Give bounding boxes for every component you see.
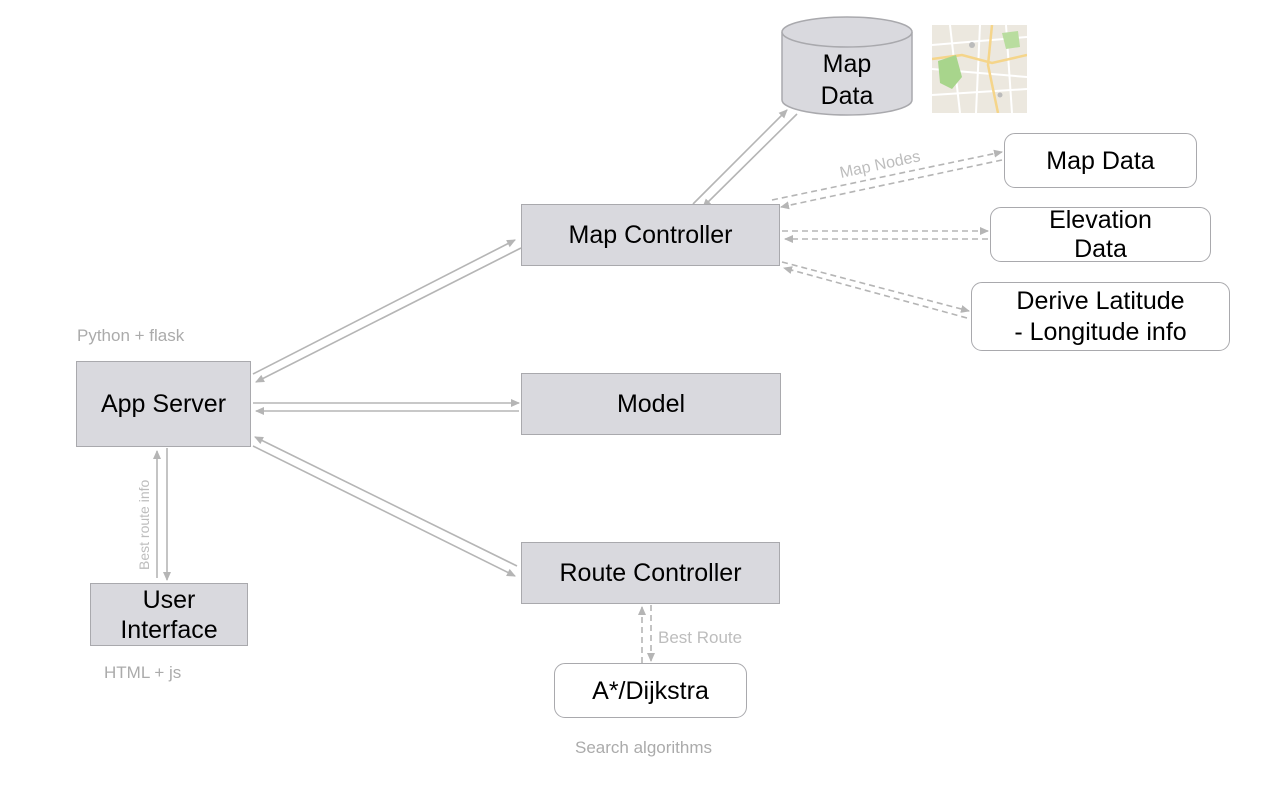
map-data-source-box: Map Data xyxy=(1004,133,1197,188)
edge-map-controller-to-map-data xyxy=(771,149,1003,201)
app-server-box: App Server xyxy=(76,361,251,447)
edge-map-controller-to-derive xyxy=(781,261,970,313)
map-controller-box: Map Controller xyxy=(521,204,780,266)
edge-label-best-route-info: Best route info xyxy=(136,480,152,570)
city-map-thumbnail-icon xyxy=(932,25,1027,113)
edge-derive-to-map-controller xyxy=(783,266,968,319)
user-interface-box: User Interface xyxy=(90,583,248,646)
search-algorithm-box: A*/Dijkstra xyxy=(554,663,747,718)
derive-latlong-box: Derive Latitude - Longitude info xyxy=(971,282,1230,351)
edge-map-controller-to-app xyxy=(255,247,522,383)
edge-app-to-map-controller xyxy=(252,239,516,375)
model-box: Model xyxy=(521,373,781,435)
edge-map-data-to-map-controller xyxy=(780,159,1003,210)
python-flask-caption: Python + flask xyxy=(77,326,185,345)
map-data-database-label: Map Data xyxy=(820,50,874,110)
search-algorithms-caption: Search algorithms xyxy=(575,738,713,757)
edge-label-best-route: Best Route xyxy=(658,628,742,647)
elevation-data-box: Elevation Data xyxy=(990,206,1211,263)
route-controller-box: Route Controller xyxy=(521,542,780,604)
edge-route-controller-to-app xyxy=(254,436,518,567)
edge-app-to-route-controller xyxy=(252,445,516,577)
edge-map-controller-to-db xyxy=(692,109,788,205)
html-js-caption: HTML + js xyxy=(104,663,182,682)
map-data-database xyxy=(781,16,913,116)
edge-db-to-map-controller xyxy=(702,113,798,208)
